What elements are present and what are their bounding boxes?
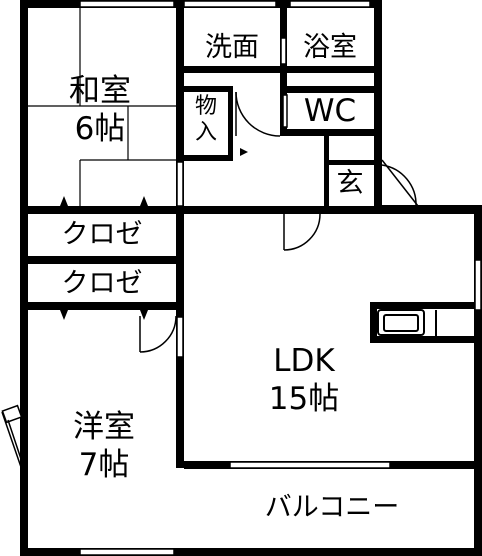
wc-name: WC <box>303 93 357 129</box>
washitsu-name: 和室 <box>69 73 131 109</box>
closet-upper-name: クロゼ <box>61 219 143 250</box>
kitchen-sink <box>377 309 437 336</box>
youshitsu-name: 洋室 <box>73 409 135 445</box>
closet-lower-name: クロゼ <box>61 268 143 299</box>
sliding-doors <box>176 37 288 358</box>
genkan-name: 玄 <box>336 168 364 199</box>
monoire-name-bottom: 入 <box>194 120 217 145</box>
ldk-size: 15帖 <box>268 381 340 417</box>
windows <box>79 0 482 556</box>
tatami-lines <box>28 8 176 206</box>
washitsu-size: 6帖 <box>74 111 126 147</box>
balcony-name: バルコニー <box>264 492 400 523</box>
youshitsu-size: 7帖 <box>78 447 130 483</box>
closet-markers <box>60 148 248 320</box>
senmen-name: 洗面 <box>205 32 259 63</box>
swing-doors <box>1 91 419 471</box>
ldk-name: LDK <box>273 343 335 379</box>
yokushitsu-name: 浴室 <box>303 32 357 63</box>
monoire-name-top: 物 <box>194 94 217 119</box>
